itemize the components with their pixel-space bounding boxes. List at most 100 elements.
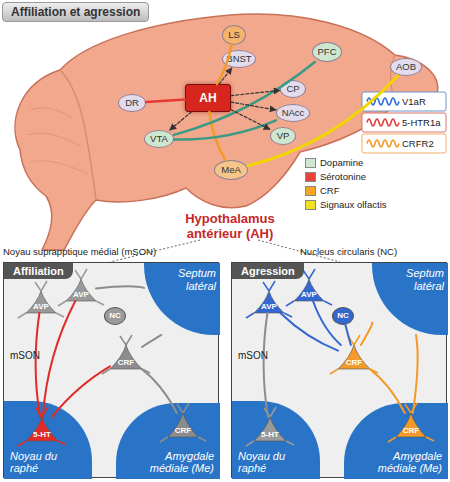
neuron-soma	[110, 345, 142, 369]
neuron-soma	[254, 417, 286, 441]
cerebellum-line	[60, 70, 96, 200]
connector	[231, 90, 280, 95]
connector	[361, 323, 373, 345]
node-label: NC	[109, 312, 121, 320]
neuron: AVP	[254, 291, 284, 313]
nucleus-circle: NC	[332, 307, 354, 325]
diagram-title: Affiliation et agression	[2, 2, 149, 22]
receptor-icon	[367, 140, 399, 147]
connector	[36, 313, 40, 417]
node-label: CRF	[338, 359, 370, 367]
dendrite	[18, 281, 64, 318]
neuron-soma	[26, 417, 58, 441]
neuron-soma	[338, 345, 370, 369]
node-label: VTA	[150, 134, 168, 144]
node-label: NC	[337, 312, 349, 320]
region-label: Hypothalamus antérieur (AH)	[160, 212, 300, 242]
brain-area: PFC	[312, 42, 342, 62]
dendrite	[388, 403, 434, 442]
dendrite	[160, 403, 206, 442]
brain-area: DR	[118, 94, 146, 112]
brain-area: VP	[270, 127, 296, 145]
connector	[170, 112, 192, 130]
node-label: PFC	[318, 47, 337, 57]
brain-area: VTA	[144, 130, 174, 148]
neuron-soma	[254, 291, 284, 313]
neuron: CRF	[110, 345, 142, 369]
dendrite	[246, 407, 294, 446]
connector	[43, 301, 76, 417]
neuron: AVP	[26, 291, 56, 313]
node-label: Affiliation	[4, 263, 73, 279]
connector	[413, 335, 418, 413]
brain-region: Septum latéral	[372, 263, 448, 335]
receptor-icon	[367, 98, 399, 105]
connector	[370, 369, 405, 413]
neuron-soma	[26, 291, 56, 313]
node-label: Amygdale médiale (Me)	[368, 450, 442, 475]
brain-area: BNST	[222, 50, 256, 68]
dendrite	[58, 269, 104, 306]
node-label: Amygdale médiale (Me)	[140, 450, 214, 475]
dendrite	[102, 335, 150, 374]
node-label: VP	[277, 131, 290, 141]
neuron: AVP	[294, 279, 324, 301]
legend-label: V1aR	[402, 96, 426, 108]
legend-label: Signaux olfactis	[320, 199, 387, 211]
brain-area: CP	[280, 80, 306, 98]
node-label: CP	[286, 84, 299, 94]
node-label: Agression	[232, 263, 304, 279]
node-label: AOB	[396, 62, 416, 72]
brain-region: Noyau du raphé5-HT	[4, 401, 92, 479]
node-label: MeA	[221, 165, 241, 175]
legend-box	[362, 92, 446, 111]
node-label: Septum latéral	[382, 267, 444, 292]
legend-swatch	[305, 200, 316, 210]
node-label: CRF	[110, 359, 142, 367]
connector	[231, 110, 270, 130]
dendrite	[18, 407, 66, 446]
annotation: Nucleus circularis (NC)	[300, 247, 448, 258]
node-label: AH	[199, 92, 216, 104]
annotation: mSON	[10, 350, 60, 362]
node-label: Noyau du raphé	[10, 450, 72, 475]
legend-label: CRF	[320, 185, 340, 197]
brain-area: NAcc	[276, 104, 310, 122]
connector	[248, 76, 398, 166]
connector	[264, 313, 268, 417]
node-label: 5-HT	[254, 431, 286, 439]
legend-swatch	[305, 158, 316, 168]
brain-region: Amygdale médiale (Me) CRF	[116, 403, 220, 479]
connector	[142, 335, 161, 347]
node-label: BNST	[226, 54, 251, 64]
node-label: LS	[228, 30, 240, 40]
neuron-soma	[294, 279, 324, 301]
legend-box	[362, 134, 446, 153]
neuron: AVP	[66, 279, 96, 301]
cerebellum-fold	[26, 108, 88, 174]
node-label: AVP	[26, 303, 56, 311]
neuron-soma	[396, 413, 426, 437]
brain-region: Septum latéral	[144, 263, 220, 335]
connector	[217, 45, 232, 84]
node-label: Septum latéral	[154, 267, 216, 292]
legend-box	[362, 113, 446, 132]
connector	[142, 369, 177, 413]
receptor-icon	[367, 119, 399, 126]
connector	[345, 325, 350, 345]
node-label: AVP	[294, 291, 324, 299]
connector	[209, 112, 225, 160]
node-label: NAcc	[282, 108, 305, 118]
neuron: CRF	[338, 345, 370, 369]
neuron: CRF	[396, 413, 426, 437]
dendrite	[286, 269, 332, 306]
legend-swatch	[305, 172, 316, 182]
connector	[280, 313, 338, 351]
node-label: DR	[125, 98, 139, 108]
nucleus-circle: NC	[104, 307, 126, 325]
neuron: CRF	[168, 413, 198, 437]
connector	[96, 286, 144, 288]
connector	[174, 62, 315, 135]
hypothalamus-box: AH	[185, 84, 231, 112]
